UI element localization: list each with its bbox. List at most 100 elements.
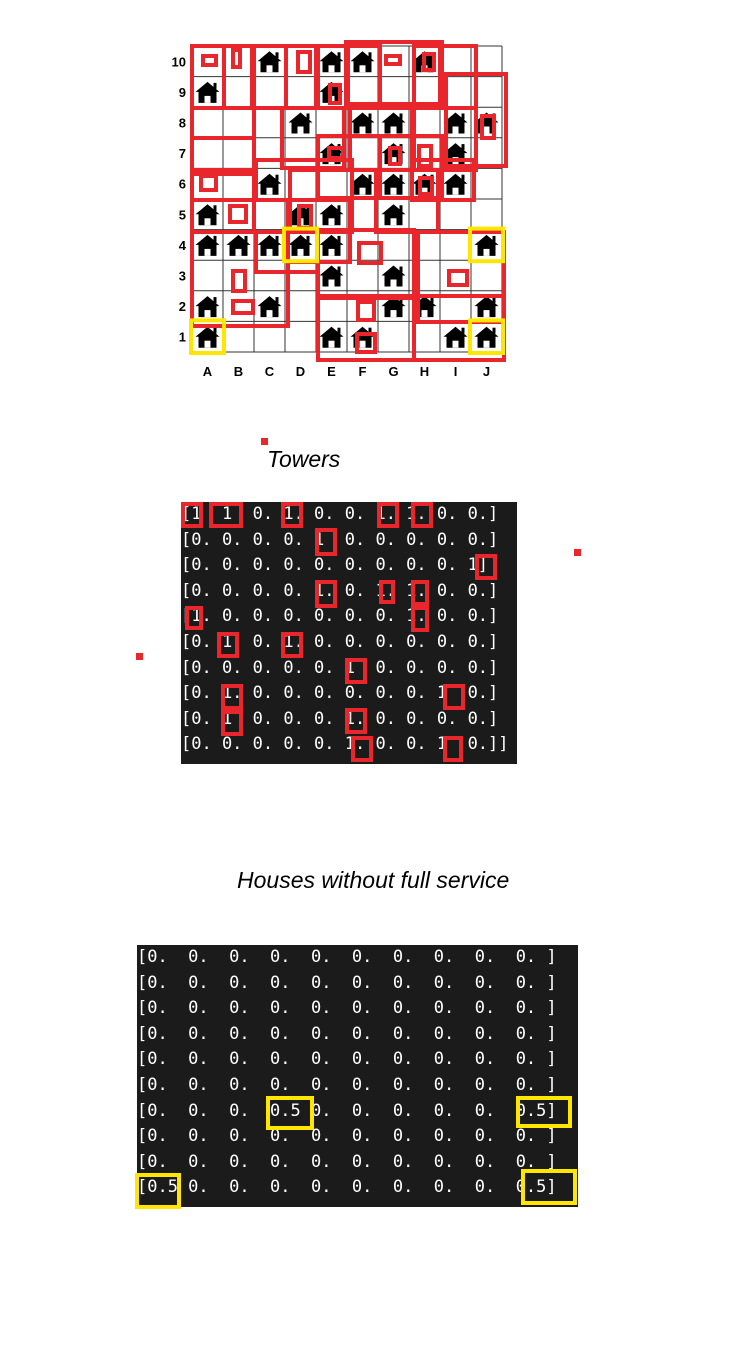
house-icon — [381, 265, 406, 287]
unserved-house-highlight — [266, 1096, 314, 1130]
house-icon — [257, 234, 282, 256]
tower-marker — [199, 174, 218, 192]
house-icon — [443, 112, 468, 134]
house-icon — [257, 296, 282, 318]
column-label: D — [296, 364, 305, 379]
column-label: E — [327, 364, 336, 379]
tower-highlight — [345, 658, 367, 684]
house-icon — [319, 265, 344, 287]
house-icon — [350, 173, 375, 195]
tower-highlight — [377, 502, 399, 528]
house-icon — [381, 296, 406, 318]
house-icon — [474, 234, 499, 256]
house-icon — [381, 204, 406, 226]
tower-highlight — [315, 528, 337, 556]
red-dot — [574, 549, 581, 556]
towers-title: Towers — [267, 446, 341, 472]
tower-marker — [422, 52, 436, 72]
tower-marker — [447, 269, 469, 287]
matrix-row: [0. 1 0. 1. 0. 0. 0. 0. 0. 0.] — [181, 632, 499, 652]
tower-marker — [357, 241, 383, 265]
matrix-row: [0. 0. 0. 0. 0. 0. 0. 0. 0. 0. ] — [137, 1151, 557, 1172]
matrix-row: [0. 0. 0. 0. 0. 1. 0. 0. 1 0.]] — [181, 734, 509, 755]
tower-coverage-boxes — [190, 40, 508, 362]
matrix-row: [0. 0. 0. 0. 0. 0. 0. 0. 0. 0. ] — [137, 1075, 557, 1095]
tower-marker — [296, 50, 312, 74]
house-icon — [195, 326, 220, 348]
uncovered-house-highlight — [468, 226, 505, 264]
unserved-house-highlight — [135, 1173, 181, 1209]
uncovered-house-highlight — [189, 318, 226, 355]
matrix-row: [0. 0. 0. 0. 0. 0. 0. 0. 0. 0. ] — [137, 1023, 557, 1044]
house-icon — [443, 326, 468, 348]
uncovered-house-highlight — [282, 226, 319, 264]
coverage-box — [416, 230, 506, 324]
tower-highlight — [221, 684, 243, 710]
tower-highlight — [315, 580, 337, 608]
towers-matrix-console: [1 1 0. 1. 0. 0. 1. 1. 0. 0.][0. 0. 0. 0… — [181, 502, 517, 764]
house-icon — [381, 173, 406, 195]
row-label: 9 — [179, 85, 186, 100]
tower-highlight — [411, 606, 429, 632]
coverage-box — [412, 106, 478, 172]
column-label: B — [234, 364, 243, 379]
coverage-box — [344, 40, 442, 106]
row-label: 8 — [179, 116, 186, 131]
column-label: A — [203, 364, 213, 379]
tower-marker — [228, 204, 248, 224]
matrix-row: [0. 0. 0. 0. 0. 0. 0. 0. 0. 0. ] — [137, 972, 557, 993]
tower-marker — [388, 146, 402, 166]
tower-marker — [201, 54, 218, 67]
tower-marker — [231, 48, 242, 69]
tower-highlight — [181, 502, 203, 528]
red-dot — [261, 438, 268, 445]
row-label: 5 — [179, 207, 186, 222]
row-label: 6 — [179, 177, 186, 192]
matrix-row: [0. 0. 0. 0. 0. 0. 0. 0. 0. 0. ] — [137, 1049, 557, 1070]
house-icon — [195, 234, 220, 256]
red-dot — [136, 653, 143, 660]
house-icon — [319, 234, 344, 256]
house-icon — [474, 296, 499, 318]
tower-highlight — [221, 710, 243, 736]
tower-marker — [480, 114, 496, 140]
matrix-row: [0. 1 0. 0. 0. 1. 0. 0. 0. 0.] — [181, 708, 499, 729]
matrix-row: [0. 0. 0. 0. 0. 0. 0. 0. 0. 0. ] — [137, 998, 557, 1019]
matrix-row: [0. 1. 0. 0. 0. 0. 0. 0. 1 0.] — [181, 683, 499, 704]
house-icon — [319, 51, 344, 73]
column-label: F — [359, 364, 367, 379]
tower-highlight — [217, 632, 239, 658]
column-label: J — [483, 364, 490, 379]
house-icon — [319, 204, 344, 226]
matrix-row: [0. 0. 0. 0. 1 0. 0. 0. 0. 0.] — [181, 529, 499, 550]
tower-marker — [328, 83, 342, 105]
matrix-row: [0. 0. 0. 0. 1. 0. 1. 1. 0. 0.] — [181, 580, 499, 601]
column-label: H — [420, 364, 429, 379]
coverage-box — [378, 40, 444, 106]
house-icon — [257, 51, 282, 73]
tower-highlight — [209, 502, 243, 528]
matrix-row: [0. 0. 0. 0. 0. 0. 0. 0. 0. 0. ] — [137, 947, 557, 967]
house-icon — [443, 173, 468, 195]
house-icon — [474, 326, 499, 348]
house-icon — [288, 112, 313, 134]
tower-marker — [327, 146, 345, 160]
tower-highlight — [281, 632, 303, 658]
column-label: G — [388, 364, 398, 379]
tower-marker — [231, 299, 255, 315]
coverage-box — [190, 230, 290, 328]
houses-without-service-title: Houses without full service — [237, 867, 510, 893]
matrix-row: [0.5 0. 0. 0. 0. 0. 0. 0. 0. 0.5] — [137, 1177, 557, 1198]
matrix-row: [0. 0. 0. 0.5 0. 0. 0. 0. 0. 0.5] — [137, 1100, 557, 1121]
column-label: C — [265, 364, 275, 379]
tower-marker — [231, 269, 247, 293]
house-icon — [195, 204, 220, 226]
house-icon — [350, 51, 375, 73]
tower-highlight — [443, 684, 465, 710]
row-label: 1 — [179, 330, 186, 345]
house-icon — [226, 234, 251, 256]
tower-marker — [384, 54, 402, 66]
